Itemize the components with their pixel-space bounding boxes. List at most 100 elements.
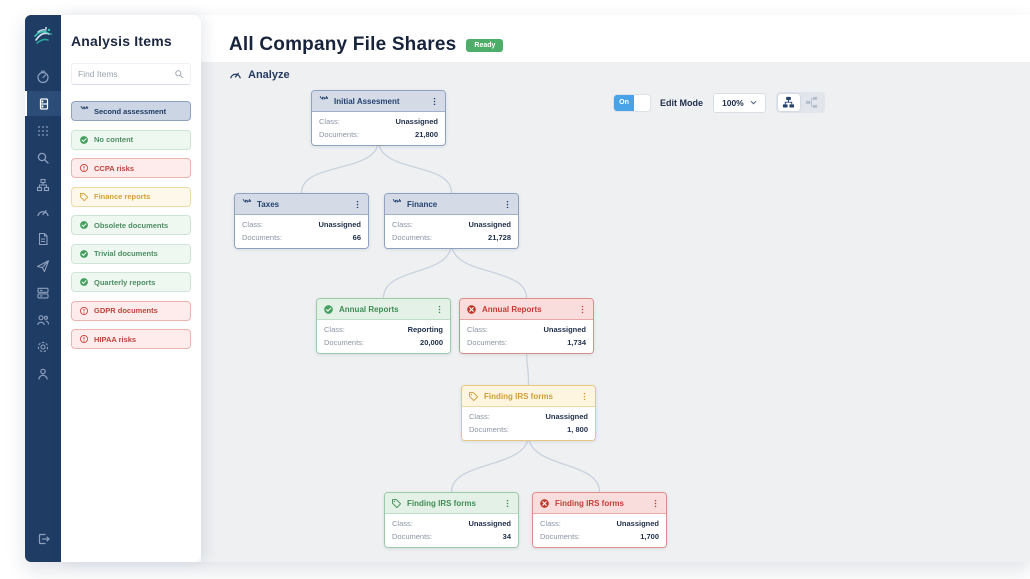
page-header: All Company File Shares Ready <box>201 15 1030 62</box>
sidebar-item-label: Obsolete documents <box>94 220 169 230</box>
sidebar-item-label: No content <box>94 135 134 144</box>
sidebar-item-hipaa-risks[interactable]: HIPAA risks <box>71 329 191 349</box>
sidebar-item-ccpa-risks[interactable]: CCPA risks <box>71 158 191 178</box>
sidebar-item-trivial-documents[interactable]: Trivial documents <box>71 243 191 264</box>
sidebar-item-no-content[interactable]: No content <box>71 129 191 150</box>
node-finding-irs-forms-error[interactable]: Finding IRS forms Class:Unassigned Docum… <box>532 492 667 548</box>
kebab-menu-icon[interactable] <box>429 96 439 107</box>
search-icon[interactable] <box>25 145 61 170</box>
horizontal-layout-icon[interactable] <box>801 94 823 111</box>
node-annual-reports-error[interactable]: Annual Reports Class:Unassigned Document… <box>459 298 594 354</box>
check-circle-icon <box>80 278 88 286</box>
kebab-menu-icon[interactable] <box>352 199 362 210</box>
check-circle-icon <box>80 135 88 144</box>
sidebar-item-obsolete-documents[interactable]: Obsolete documents <box>71 215 191 235</box>
class-label: Class: <box>324 325 345 334</box>
class-label: Class: <box>469 412 490 421</box>
dashboard-gauge-icon[interactable] <box>25 64 61 89</box>
server-icon[interactable] <box>25 91 61 116</box>
icon-rail <box>25 15 61 562</box>
sidebar-item-finance-reports[interactable]: Finance reports <box>71 186 191 207</box>
sitemap-icon[interactable] <box>25 172 61 197</box>
rocket-icon[interactable] <box>25 253 61 278</box>
kebab-menu-icon[interactable] <box>579 391 589 402</box>
find-items-search[interactable] <box>71 63 191 85</box>
node-title: Finding IRS forms <box>484 391 553 401</box>
documents-value: 66 <box>352 233 361 242</box>
error-circle-icon <box>80 335 88 343</box>
analysis-canvas[interactable]: Analyze On Edit Mode 100% <box>201 62 1030 562</box>
node-finding-irs-forms-success[interactable]: Finding IRS forms Class:Unassigned Docum… <box>384 492 519 548</box>
grid-icon[interactable] <box>25 118 61 143</box>
node-finding-irs-forms-warning[interactable]: Finding IRS forms Class:Unassigned Docum… <box>461 385 596 441</box>
documents-value: 21,800 <box>415 130 438 139</box>
logout-icon[interactable] <box>25 526 61 551</box>
sidebar-item-label: CCPA risks <box>94 163 135 173</box>
class-value: Unassigned <box>395 117 438 126</box>
node-title: Finding IRS forms <box>555 498 624 508</box>
zoom-value: 100% <box>722 97 744 108</box>
cards-icon[interactable] <box>25 280 61 305</box>
error-circle-icon <box>80 164 88 172</box>
documents-label: Documents: <box>324 338 365 347</box>
toggle-on-label: On <box>614 94 634 111</box>
x-circle-icon <box>467 304 476 314</box>
node-title: Initial Assesment <box>334 96 400 106</box>
class-value: Unassigned <box>468 519 511 528</box>
documents-value: 1,734 <box>567 338 586 347</box>
documents-label: Documents: <box>467 338 508 347</box>
person-icon[interactable] <box>25 361 61 386</box>
kebab-menu-icon[interactable] <box>650 498 660 509</box>
node-finance[interactable]: Finance Class:Unassigned Documents:21,72… <box>384 193 519 249</box>
check-circle-icon <box>80 221 88 229</box>
zoom-dropdown[interactable]: 100% <box>713 92 766 113</box>
kebab-menu-icon[interactable] <box>502 498 512 509</box>
analyze-label: Analyze <box>248 68 290 81</box>
app-logo-icon <box>34 27 52 44</box>
gauge-icon[interactable] <box>25 199 61 224</box>
sidebar-item-label: HIPAA risks <box>94 334 137 344</box>
users-icon[interactable] <box>25 307 61 332</box>
sidebar-item-second-assessment[interactable]: Second assessment <box>71 101 191 121</box>
documents-value: 1, 800 <box>567 425 588 434</box>
class-label: Class: <box>392 220 413 229</box>
documents-label: Documents: <box>242 233 283 242</box>
node-taxes[interactable]: Taxes Class:Unassigned Documents:66 <box>234 193 369 249</box>
sidebar-item-label: Second assessment <box>94 106 167 116</box>
sidebar-title: Analysis Items <box>71 33 172 49</box>
class-label: Class: <box>319 117 340 126</box>
analyze-section-label: Analyze <box>229 68 290 81</box>
documents-label: Documents: <box>392 233 433 242</box>
toggle-thumb <box>634 94 650 111</box>
status-badge: Ready <box>466 38 504 52</box>
file-icon[interactable] <box>25 226 61 251</box>
node-title: Taxes <box>257 199 280 209</box>
node-initial-assesment[interactable]: Initial Assesment Class: Unassigned Docum… <box>311 90 446 146</box>
sidebar-item-label: GDPR documents <box>94 306 158 315</box>
x-circle-icon <box>540 498 549 508</box>
node-annual-reports-success[interactable]: Annual Reports Class:Reporting Documents… <box>316 298 451 354</box>
kebab-menu-icon[interactable] <box>577 304 587 315</box>
node-title: Annual Reports <box>482 304 542 314</box>
page-title: All Company File Shares <box>229 34 457 55</box>
class-value: Unassigned <box>543 325 586 334</box>
node-title: Finance <box>407 199 438 209</box>
class-label: Class: <box>242 220 263 229</box>
vertical-layout-icon[interactable] <box>777 94 800 111</box>
documents-label: Documents: <box>319 130 360 139</box>
flask-icon <box>392 198 402 203</box>
class-value: Unassigned <box>468 220 511 229</box>
error-circle-icon <box>80 306 88 315</box>
edit-mode-toggle[interactable]: On <box>614 94 650 111</box>
search-input[interactable] <box>78 69 174 79</box>
gear-icon[interactable] <box>25 334 61 359</box>
sidebar-item-quarterly-reports[interactable]: Quarterly reports <box>71 272 191 292</box>
kebab-menu-icon[interactable] <box>502 199 512 210</box>
documents-value: 20,000 <box>420 338 443 347</box>
sidebar-item-gdpr-documents[interactable]: GDPR documents <box>71 300 191 321</box>
class-label: Class: <box>392 519 413 528</box>
kebab-menu-icon[interactable] <box>434 304 444 315</box>
layout-switcher <box>775 92 825 113</box>
check-circle-icon <box>80 249 88 258</box>
chevron-down-icon <box>750 101 756 105</box>
